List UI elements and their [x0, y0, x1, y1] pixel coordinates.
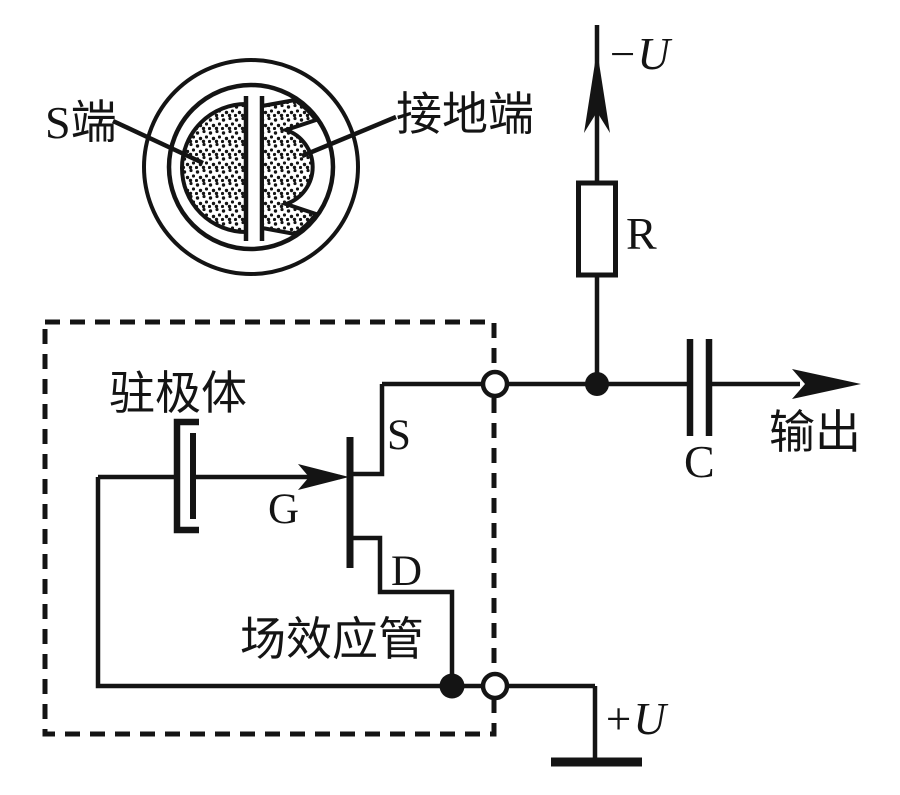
source-label: S [387, 412, 411, 459]
fet-label: 场效应管 [240, 614, 424, 665]
ground-electrode-pad [260, 97, 320, 237]
source-lead-wire [351, 384, 385, 477]
drain-label: D [391, 548, 422, 595]
s-terminal-label: S端 [45, 97, 117, 148]
mic-ground-terminal-node [480, 671, 510, 701]
negative-supply-branch [576, 25, 618, 384]
drain-return-junction-dot [439, 673, 465, 699]
mic-s-terminal-node [480, 369, 510, 399]
fet-symbol [298, 437, 354, 568]
negative-supply-arrow-icon [584, 50, 610, 133]
positive-supply-label: +U [603, 694, 668, 744]
output-branch [382, 339, 861, 436]
output-arrow-icon [792, 369, 861, 399]
electret-bracket-plate [173, 418, 199, 534]
drain-lead-wire [351, 535, 455, 686]
output-label: 输出 [769, 407, 861, 458]
ground-terminal-leader-line [301, 114, 397, 159]
capacitor-label: C [684, 436, 715, 487]
positive-supply-branch [551, 686, 642, 767]
gate-arrow-icon [298, 464, 349, 490]
ground-terminal-label: 接地端 [396, 89, 534, 140]
capsule-bottom-view [112, 58, 397, 276]
negative-supply-label: −U [607, 29, 672, 79]
capsule-outer-case-circle [142, 58, 360, 276]
source-return-wire [95, 477, 595, 689]
microphone-dashed-boundary [42, 319, 497, 737]
resistor-label: R [626, 208, 657, 259]
electret-capacitor-symbol [173, 418, 199, 534]
gate-label: G [268, 486, 299, 533]
electret-label: 驻极体 [109, 368, 247, 419]
resistor-body [576, 180, 618, 278]
s-terminal-leader-line [112, 118, 204, 166]
s-electrode-pad [180, 101, 248, 235]
resistor-output-junction-dot [585, 372, 609, 396]
capsule-inner-ring-circle [166, 82, 336, 252]
